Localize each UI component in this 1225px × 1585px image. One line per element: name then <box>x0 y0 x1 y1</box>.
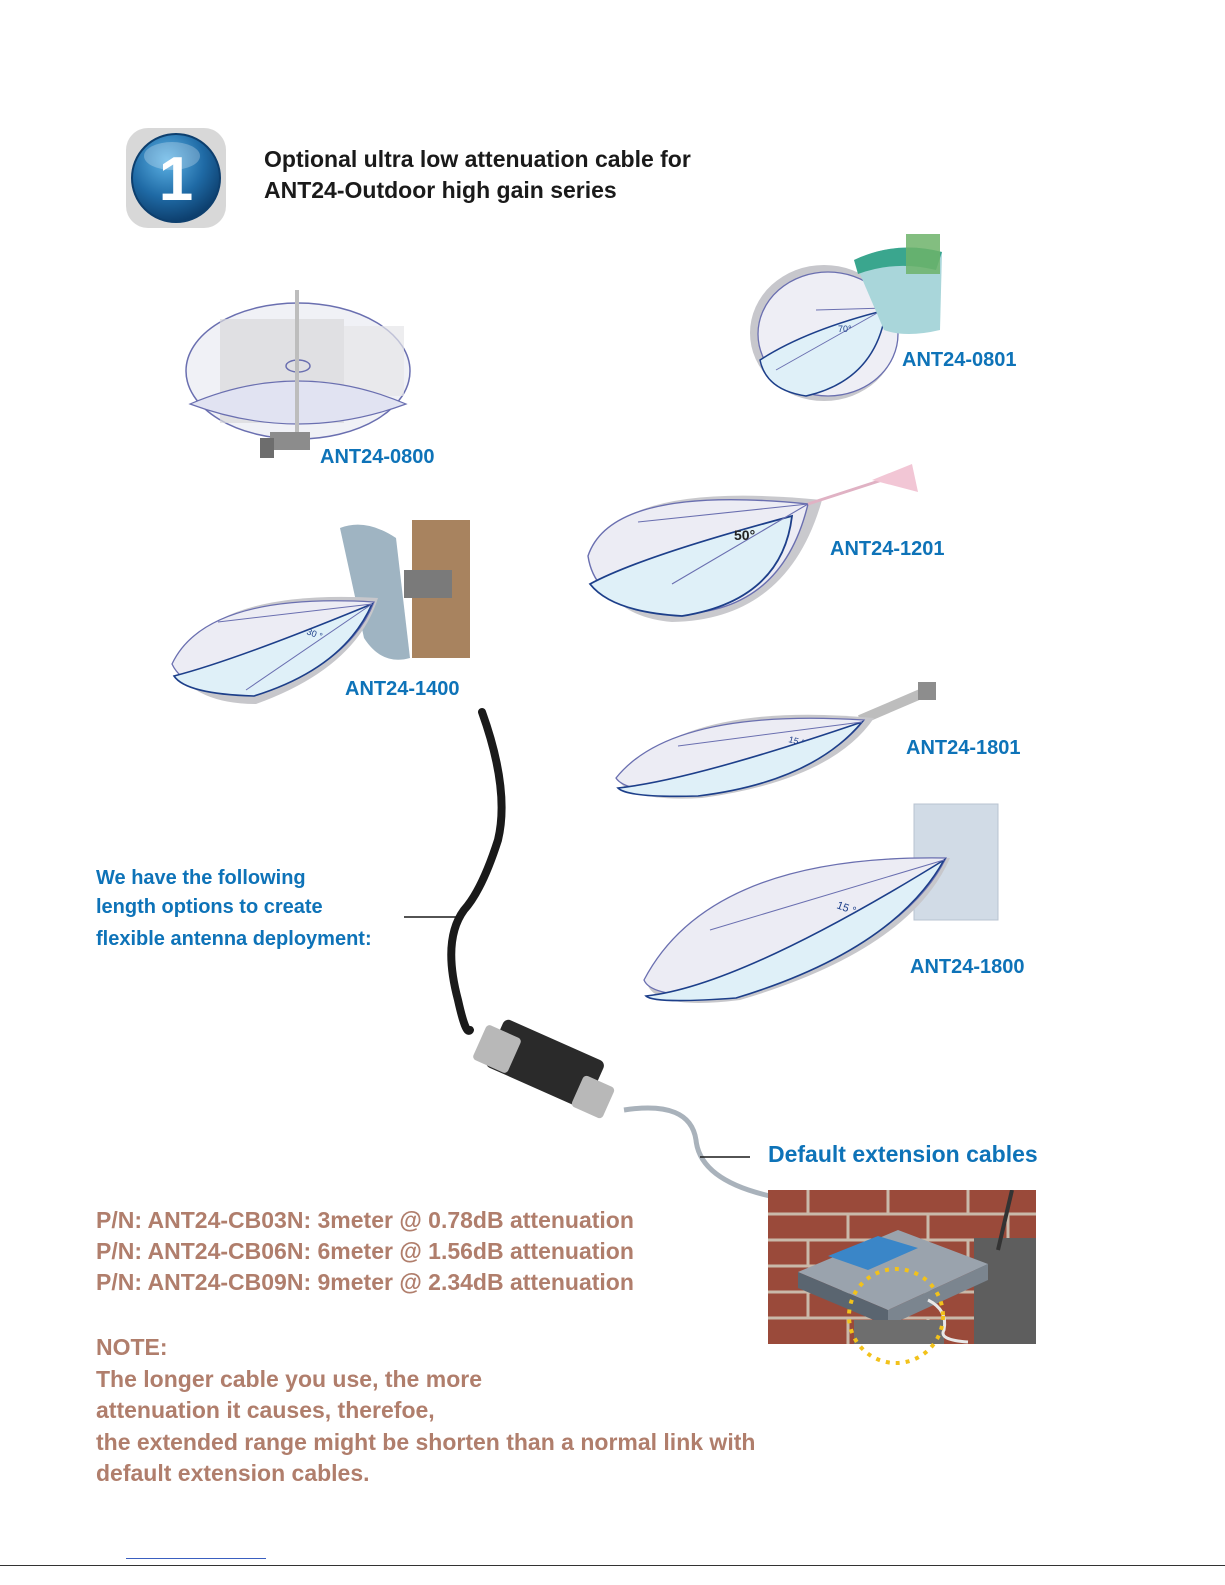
ant24-1801-beam-angle: 15 ° <box>787 734 806 748</box>
title-line-1: Optional ultra low attenuation cable for <box>264 146 691 172</box>
ant24-0801-radiation-pattern-illustration: 70° <box>750 234 942 401</box>
step-number-badge-icon: 1 <box>126 128 226 228</box>
note-block: NOTE: The longer cable you use, the more… <box>96 1332 755 1490</box>
part-number-item: P/N: ANT24-CB03N: 3meter @ 0.78dB attenu… <box>96 1207 634 1233</box>
ant24-1400-radiation-pattern-illustration: 30 ° <box>171 520 470 704</box>
ant24-1201-beam-angle: 50° <box>734 527 755 543</box>
footer-divider <box>0 1565 1225 1566</box>
note-line: default extension cables. <box>96 1460 370 1486</box>
note-line: attenuation it causes, therefoe, <box>96 1397 435 1423</box>
length-options-text: We have the following length options to … <box>96 867 372 950</box>
ant24-0801-label: ANT24-0801 <box>902 349 1017 371</box>
ant24-0801-beam-angle: 70° <box>838 324 852 334</box>
note-heading: NOTE: <box>96 1334 168 1360</box>
default-extension-cables-label: Default extension cables <box>768 1141 1038 1167</box>
note-line: the extended range might be shorten than… <box>96 1428 756 1455</box>
ant24-1800-label: ANT24-1800 <box>910 956 1025 978</box>
title-line-2: ANT24-Outdoor high gain series <box>264 177 617 203</box>
router-on-wall-photo <box>768 1190 1036 1365</box>
note-line: The longer cable you use, the more <box>96 1365 482 1392</box>
ant24-1201-radiation-pattern-illustration: 50° <box>587 464 918 622</box>
ant24-1801-label: ANT24-1801 <box>906 737 1021 759</box>
ant24-0800-radiation-pattern-illustration <box>185 290 411 458</box>
extension-cable-illustration <box>404 708 771 1199</box>
ant24-1201-label: ANT24-1201 <box>830 538 945 560</box>
ant24-1800-radiation-pattern-illustration: 15 ° <box>643 803 999 1003</box>
part-number-item: P/N: ANT24-CB09N: 9meter @ 2.34dB attenu… <box>96 1269 634 1295</box>
part-number-item: P/N: ANT24-CB06N: 6meter @ 1.56dB attenu… <box>96 1238 634 1264</box>
page-title: Optional ultra low attenuation cable for… <box>264 144 691 206</box>
part-number-list: P/N: ANT24-CB03N: 3meter @ 0.78dB attenu… <box>96 1205 634 1298</box>
ant24-0800-label: ANT24-0800 <box>320 446 435 468</box>
ant24-1801-radiation-pattern-illustration: 15 ° <box>615 682 936 799</box>
footer-link-underline <box>126 1558 266 1559</box>
step-number: 1 <box>159 145 193 214</box>
ant24-1400-label: ANT24-1400 <box>345 678 460 700</box>
